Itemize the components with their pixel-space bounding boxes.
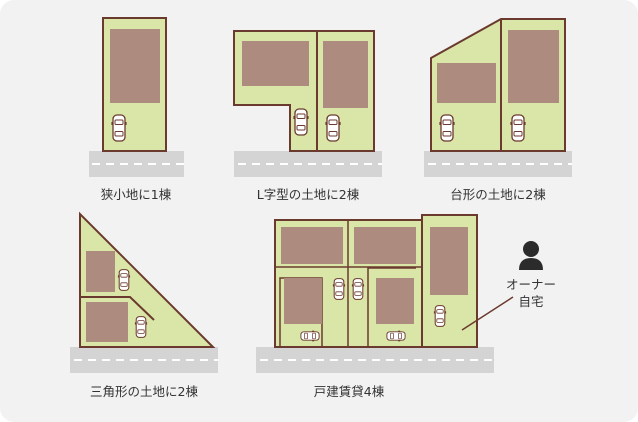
house [354, 227, 416, 264]
car-icon [293, 108, 309, 136]
car-icon [117, 269, 131, 291]
car-icon [386, 330, 406, 342]
caption-trapezoid: 台形の土地に2棟 [450, 187, 546, 202]
house [281, 227, 343, 264]
owner-leader-line [461, 296, 514, 331]
house [437, 63, 496, 103]
l-shaped-lot-layout [233, 30, 382, 177]
trapezoid-lot-layout [424, 18, 572, 177]
house [323, 41, 368, 108]
house [86, 302, 128, 342]
owner-label: オーナー 自宅 [506, 276, 556, 310]
car-icon [510, 114, 526, 142]
house [508, 30, 559, 103]
triangle-lot-layout [70, 211, 218, 373]
lot-divider [367, 267, 416, 347]
narrow-lot-layout [89, 17, 184, 177]
person-icon [519, 241, 543, 270]
owner-label-line2: 自宅 [518, 294, 544, 309]
house [242, 41, 309, 86]
car-icon [433, 305, 447, 327]
car-icon [111, 114, 127, 142]
rental-lot-layout [256, 214, 514, 373]
car-icon [300, 330, 320, 342]
car-icon [134, 316, 148, 338]
owner-label-line1: オーナー [505, 277, 557, 292]
house [110, 29, 160, 103]
caption-narrow: 狭小地に1棟 [100, 187, 172, 202]
caption-rental: 戸建賃貸4棟 [313, 384, 385, 399]
car-icon [332, 278, 346, 300]
car-icon [351, 278, 365, 300]
caption-triangle: 三角形の土地に2棟 [90, 384, 198, 399]
lot-divider [80, 296, 155, 321]
car-icon [325, 114, 341, 142]
house [284, 278, 322, 324]
caption-l-shaped: L字型の土地に2棟 [256, 187, 360, 202]
car-icon [439, 114, 455, 142]
house [376, 278, 414, 324]
owner-house [430, 227, 468, 295]
house [86, 251, 115, 292]
